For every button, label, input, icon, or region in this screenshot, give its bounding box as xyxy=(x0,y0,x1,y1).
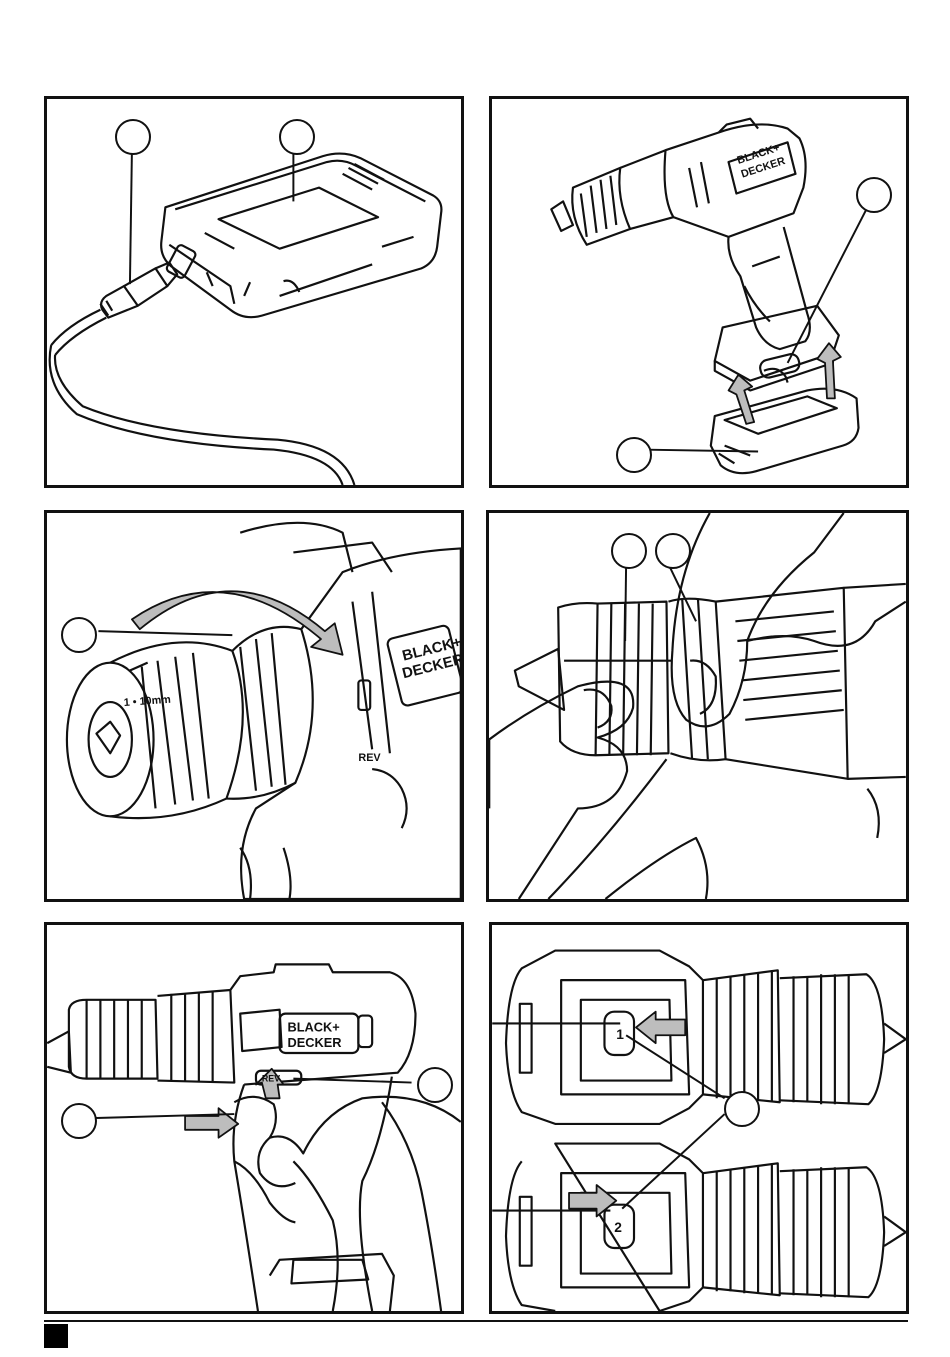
callout-marker xyxy=(61,617,97,653)
brand-logo-line1: BLACK+ xyxy=(287,1019,339,1034)
figure-panel-torque-collar: BLACK+ DECKER REV 1 • 10mm xyxy=(44,510,464,902)
callout-marker xyxy=(724,1091,760,1127)
rev-label: REV xyxy=(262,1074,280,1084)
page-corner-marker xyxy=(44,1324,68,1348)
chuck-grip-illustration xyxy=(489,513,906,899)
torque-collar-illustration: BLACK+ DECKER REV 1 • 10mm xyxy=(47,513,461,899)
footer-rule xyxy=(44,1320,908,1322)
callout-marker xyxy=(655,533,691,569)
figure-panel-battery-charging xyxy=(44,96,464,488)
callout-marker xyxy=(61,1103,97,1139)
callout-marker xyxy=(616,437,652,473)
gear-label-1: 1 xyxy=(616,1027,624,1042)
callout-marker xyxy=(856,177,892,213)
callout-marker xyxy=(115,119,151,155)
reverse-trigger-illustration: BLACK+ DECKER REV xyxy=(47,925,461,1311)
figure-panel-battery-insert: BLACK+ DECKER xyxy=(489,96,909,488)
callout-marker xyxy=(417,1067,453,1103)
brand-logo-line2: DECKER xyxy=(287,1035,341,1050)
callout-marker xyxy=(611,533,647,569)
callout-marker xyxy=(279,119,315,155)
drill-battery-illustration: BLACK+ DECKER xyxy=(492,99,906,485)
gear-selector-illustration: 1 2 xyxy=(492,925,906,1311)
rev-label: REV xyxy=(358,752,381,764)
figure-panel-chuck-grip xyxy=(486,510,909,902)
figure-panel-gear-selector: 1 2 xyxy=(489,922,909,1314)
battery-cable-illustration xyxy=(47,99,461,485)
figure-panel-reverse-trigger: BLACK+ DECKER REV xyxy=(44,922,464,1314)
gear-label-2: 2 xyxy=(614,1220,622,1235)
